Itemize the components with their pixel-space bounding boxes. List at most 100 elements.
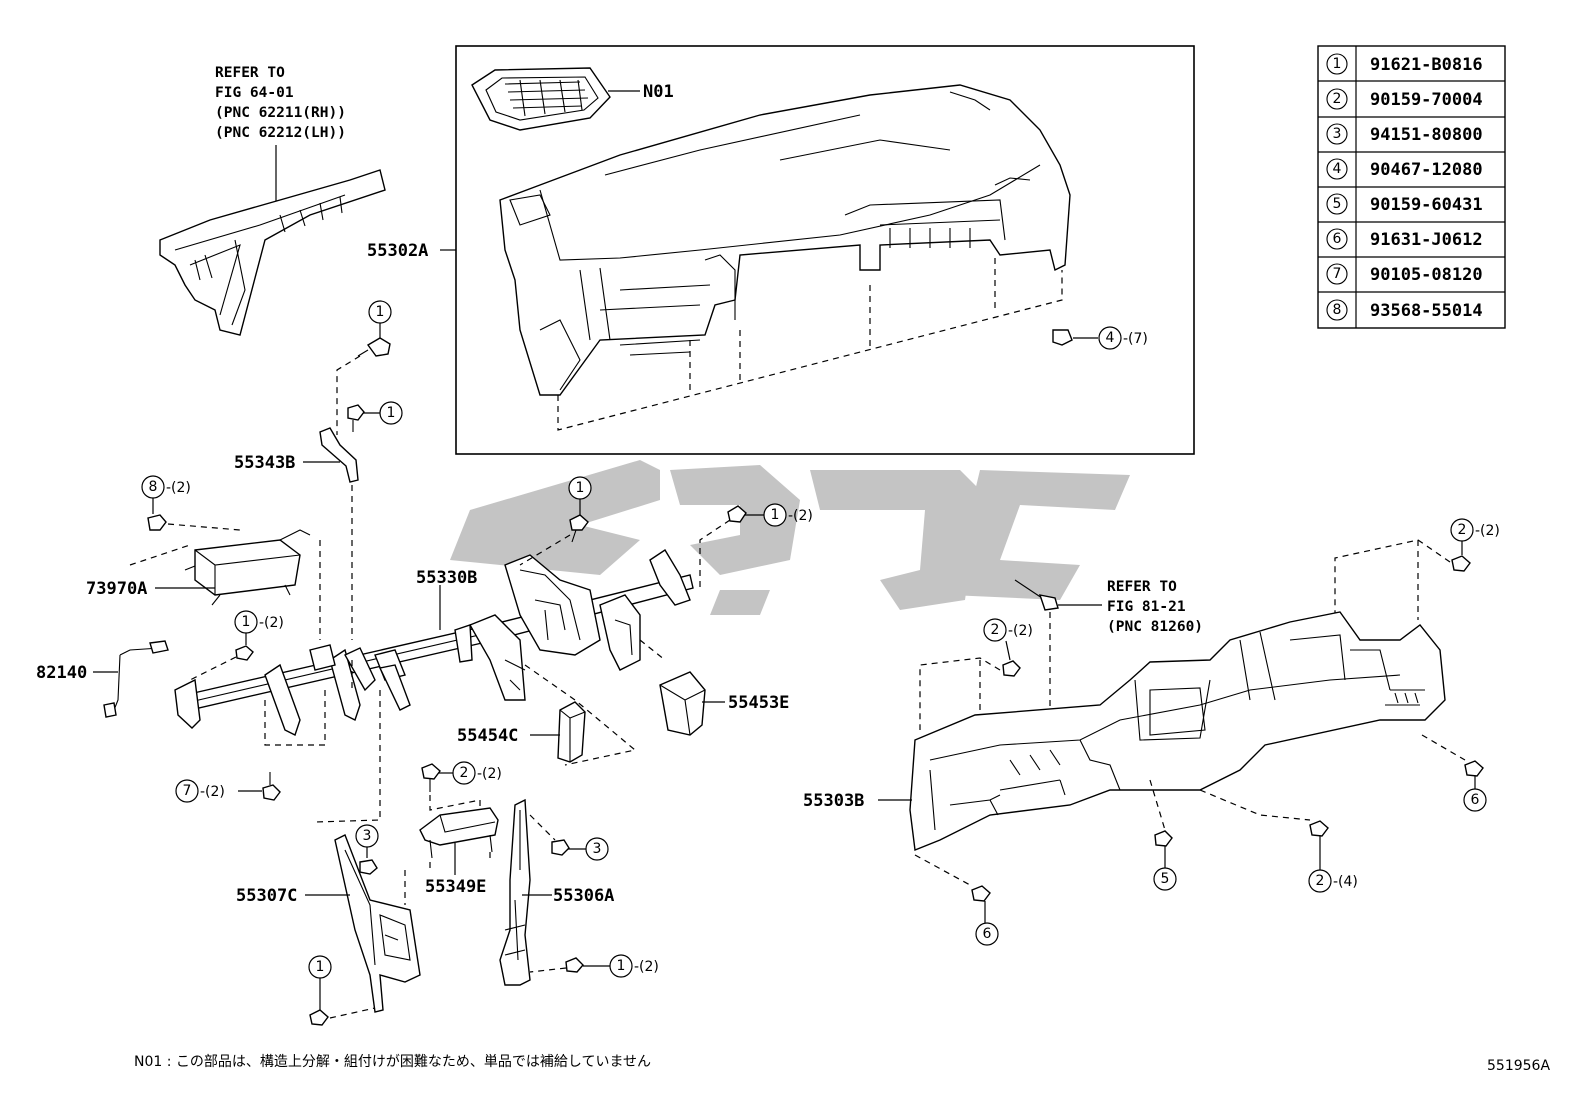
bolt-drawing xyxy=(971,885,991,902)
label-55349E: 55349E xyxy=(425,877,486,897)
callout-number: 6 xyxy=(1471,792,1480,808)
refer-note-right: REFER TO FIG 81-21 (PNC 81260) xyxy=(1107,579,1203,635)
table-row-num: 7 xyxy=(1333,266,1342,282)
label-55307C: 55307C xyxy=(236,886,297,906)
label-55330B: 55330B xyxy=(416,568,477,588)
refer-note-top: REFER TO FIG 64-01 (PNC 62211(RH)) (PNC … xyxy=(215,65,346,205)
table-row-part-no: 91631-J0612 xyxy=(1370,230,1483,250)
defroster-grille-drawing: N01 xyxy=(471,67,674,131)
bolt-drawing xyxy=(357,337,391,357)
callout-number: 1 xyxy=(376,304,385,320)
table-row: 4 90467-12080 xyxy=(1326,158,1483,180)
table-row-num: 5 xyxy=(1333,196,1342,212)
callout-1: 1 xyxy=(568,476,592,500)
nut-drawing xyxy=(147,514,167,531)
label-55303B: 55303B xyxy=(803,791,864,811)
upper-dash-panel-drawing xyxy=(499,84,1071,396)
refer-line-3: (PNC 81260) xyxy=(1107,619,1203,635)
table-row-num: 1 xyxy=(1333,56,1342,72)
table-row-part-no: 93568-55014 xyxy=(1370,301,1483,321)
callout-number: 3 xyxy=(593,841,602,857)
callout-6: 6 xyxy=(975,922,999,946)
label-55302A: 55302A xyxy=(367,241,428,261)
callout-8-2: 8 -(2) xyxy=(141,475,191,499)
nut-drawing xyxy=(551,839,570,856)
callout-quantity: -(2) xyxy=(634,959,659,975)
refer-line-4: (PNC 62212(LH)) xyxy=(215,125,346,141)
callout-number: 1 xyxy=(387,405,396,421)
bolt-drawing xyxy=(727,505,747,523)
callout-2-2: 2 -(2) xyxy=(983,618,1033,642)
module-73970A-drawing xyxy=(184,529,311,606)
callout-number: 1 xyxy=(316,959,325,975)
callout-quantity: -(2) xyxy=(1008,623,1033,639)
bolt-drawing xyxy=(235,645,254,661)
callout-number: 6 xyxy=(983,926,992,942)
callout-number: 1 xyxy=(576,480,585,496)
callout-7-2: 7 -(2) xyxy=(175,779,225,803)
label-73970A: 73970A xyxy=(86,579,147,599)
callout-number: 4 xyxy=(1106,330,1115,346)
label-82140: 82140 xyxy=(36,663,87,683)
callout-1: 1 xyxy=(368,300,392,324)
table-row-num: 6 xyxy=(1333,231,1342,247)
callout-number: 8 xyxy=(149,479,158,495)
pad-55453E-drawing xyxy=(659,671,706,736)
side-pillar-trim-drawing xyxy=(159,169,386,336)
bolt-drawing xyxy=(1154,830,1173,847)
table-row-num: 4 xyxy=(1333,161,1342,177)
callout-quantity: -(2) xyxy=(259,615,284,631)
label-55306A: 55306A xyxy=(553,886,614,906)
table-row-part-no: 90467-12080 xyxy=(1370,160,1483,180)
callout-quantity: -(2) xyxy=(166,480,191,496)
table-row-part-no: 90105-08120 xyxy=(1370,265,1483,285)
callout-2-4: 2 -(4) xyxy=(1308,869,1358,893)
table-row-part-no: 90159-70004 xyxy=(1370,90,1483,110)
connector-drawing xyxy=(1014,579,1059,611)
table-row-part-no: 90159-60431 xyxy=(1370,195,1483,215)
callout-quantity: -(7) xyxy=(1123,331,1148,347)
table-row: 8 93568-55014 xyxy=(1326,299,1483,321)
figure-id: 551956A xyxy=(1487,1058,1550,1074)
nut-drawing xyxy=(359,859,378,875)
callout-number: 2 xyxy=(991,622,1000,638)
bolt-drawing xyxy=(1002,660,1021,677)
table-row-num: 8 xyxy=(1333,302,1342,318)
clip-drawing xyxy=(1052,329,1073,346)
watermark-logo xyxy=(450,460,1130,615)
bolt-drawing xyxy=(1464,760,1484,777)
callout-number: 1 xyxy=(242,614,251,630)
callout-quantity: -(4) xyxy=(1333,874,1358,890)
callout-quantity: -(2) xyxy=(1475,523,1500,539)
callout-number: 2 xyxy=(1458,522,1467,538)
table-row-num: 3 xyxy=(1333,126,1342,142)
callout-quantity: -(2) xyxy=(477,766,502,782)
refer-line-2: FIG 81-21 xyxy=(1107,599,1186,615)
table-row: 7 90105-08120 xyxy=(1326,263,1483,285)
bolt-drawing xyxy=(309,1009,329,1026)
label-55343B: 55343B xyxy=(234,453,295,473)
table-row: 5 90159-60431 xyxy=(1326,193,1483,215)
bracket-55349E-drawing xyxy=(419,807,499,859)
callout-number: 3 xyxy=(363,828,372,844)
callout-1-2: 1 -(2) xyxy=(234,610,284,634)
bolt-drawing xyxy=(347,404,365,432)
callout-2-2: 2 -(2) xyxy=(1450,518,1500,542)
footnote: N01 : この部品は、構造上分解・組付けが困難なため、単品では補給していません xyxy=(134,1054,651,1070)
bolt-drawing xyxy=(565,957,584,973)
callout-quantity: -(2) xyxy=(788,508,813,524)
callout-2-2: 2 -(2) xyxy=(452,761,502,785)
wire-harness-82140-drawing xyxy=(103,640,169,718)
callout-5: 5 xyxy=(1153,867,1177,891)
table-row-part-no: 91621-B0816 xyxy=(1370,55,1483,75)
cross-car-beam-drawing xyxy=(174,549,694,736)
table-row-part-no: 94151-80800 xyxy=(1370,125,1483,145)
label-n01: N01 xyxy=(643,82,674,102)
callout-quantity: -(2) xyxy=(200,784,225,800)
table-row: 1 91621-B0816 xyxy=(1326,53,1483,75)
callout-number: 7 xyxy=(183,783,192,799)
callout-number: 1 xyxy=(771,507,780,523)
callout-number: 2 xyxy=(1316,873,1325,889)
callout-1: 1 xyxy=(379,401,403,425)
callout-1: 1 xyxy=(308,955,332,979)
